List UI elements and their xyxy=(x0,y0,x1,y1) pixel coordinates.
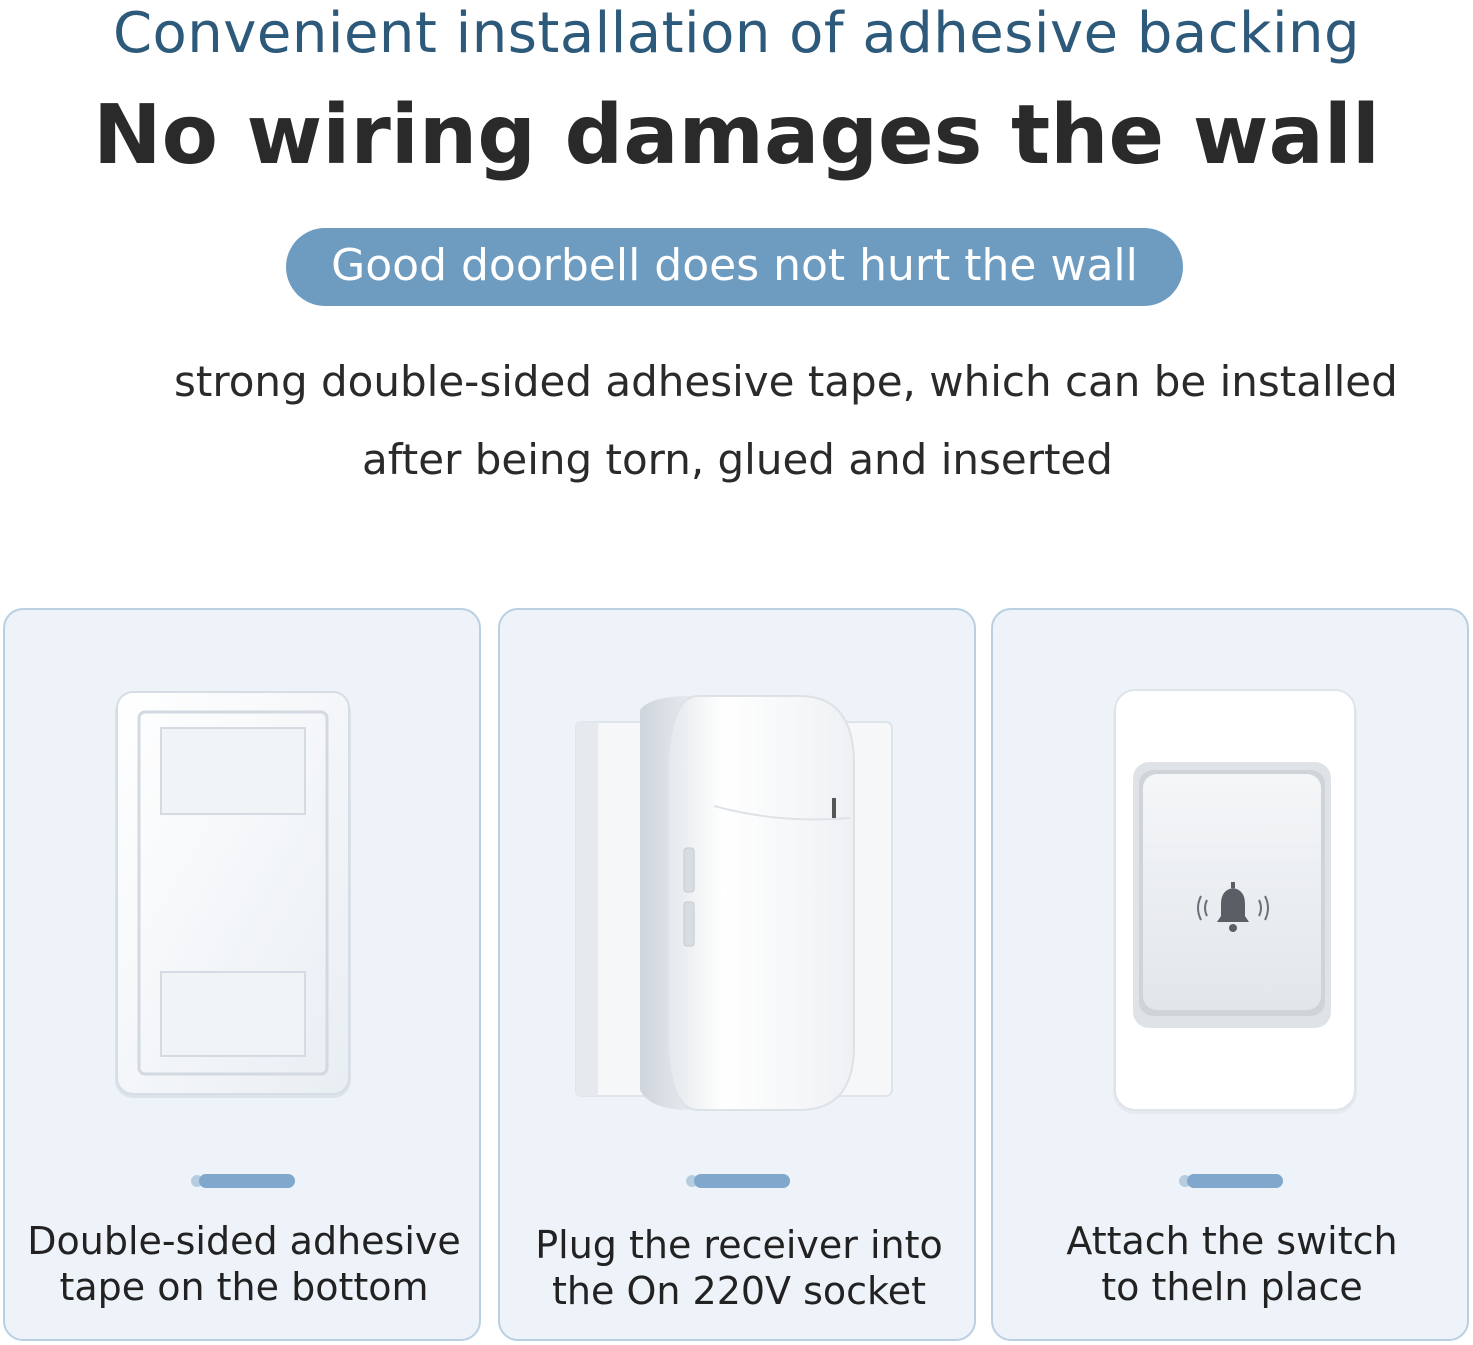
step-card-receiver: Plug the receiver into the On 220V socke… xyxy=(498,608,976,1341)
step-caption-line-2: to theln place xyxy=(1101,1265,1363,1309)
subtitle-heading: Convenient installation of adhesive back… xyxy=(112,1,1361,66)
adhesive-plate-icon xyxy=(115,691,351,1098)
doorbell-switch-icon xyxy=(1113,689,1357,1114)
step-caption-line-1: Plug the receiver into xyxy=(535,1223,943,1267)
step-caption-line-2: the On 220V socket xyxy=(552,1269,926,1313)
step-indicator xyxy=(686,1174,790,1188)
receiver-plug-icon xyxy=(575,695,893,1111)
step-caption-line-1: Double-sided adhesive xyxy=(27,1219,461,1263)
description-line-2: after being torn, glued and inserted xyxy=(362,435,1113,484)
page-title: No wiring damages the wall xyxy=(92,88,1381,183)
step-card-adhesive: Double-sided adhesive tape on the bottom xyxy=(3,608,481,1341)
description-line-1: strong double-sided adhesive tape, which… xyxy=(174,357,1398,406)
step-caption-line-1: Attach the switch xyxy=(1066,1219,1398,1263)
step-indicator xyxy=(191,1174,295,1188)
step-card-switch: Attach the switch to theln place xyxy=(991,608,1469,1341)
step-indicator xyxy=(1179,1174,1283,1188)
step-caption-line-2: tape on the bottom xyxy=(59,1265,429,1309)
highlight-pill: Good doorbell does not hurt the wall xyxy=(286,228,1183,306)
